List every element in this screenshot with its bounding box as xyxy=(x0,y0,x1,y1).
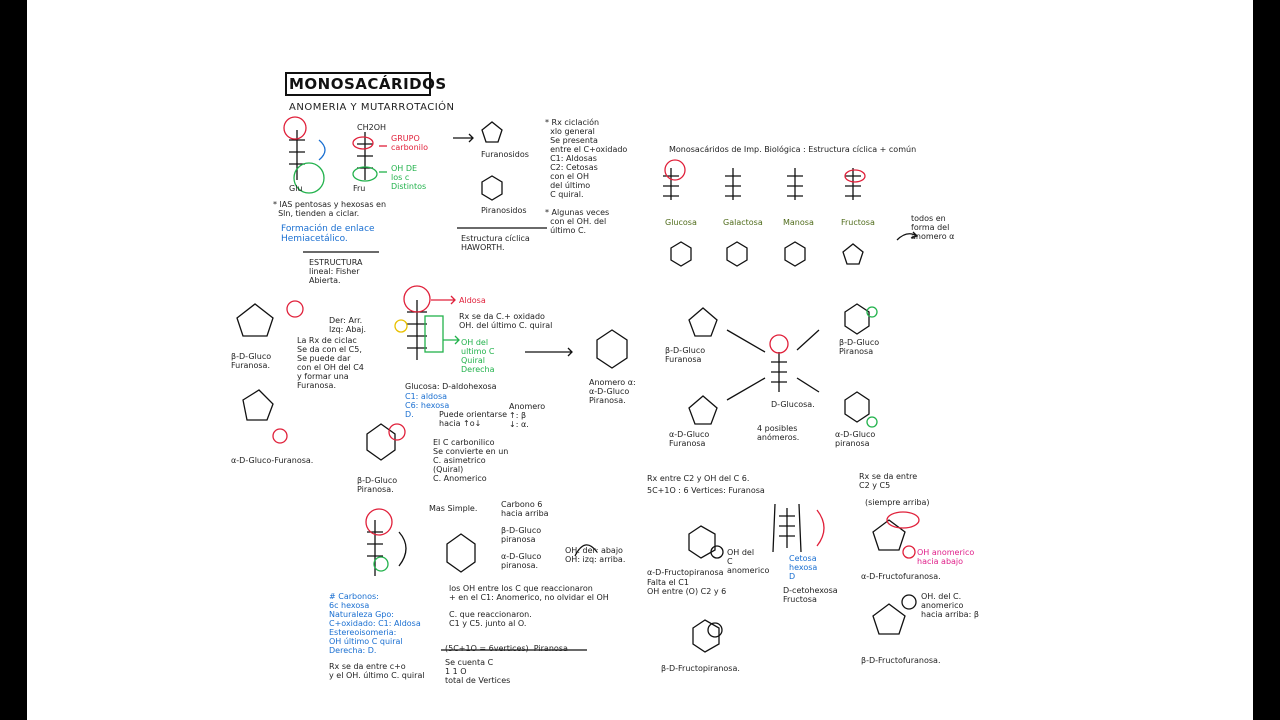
label-glu: Glu xyxy=(289,184,303,193)
label-pentosas-hexosas: * lAS pentosas y hexosas en Sln, tienden… xyxy=(273,200,387,218)
label-mas-simple: Mas Simple. xyxy=(429,504,478,513)
label-la-rx-ciclac: La Rx de ciclac Se da con el C5, Se pued… xyxy=(297,336,364,390)
label-rx-entre-c2: Rx entre C2 y OH del C 6. xyxy=(647,474,750,483)
label-a-gluco-furanosa: α-D-Gluco-Furanosa. xyxy=(231,456,314,465)
label-carbonos-box: # Carbonos: 6c hexosa Naturaleza Gpo: C+… xyxy=(329,592,421,655)
label-glucosa-aldohexosa: Glucosa: D-aldohexosa xyxy=(405,382,497,391)
page-subtitle: ANOMERIA Y MUTARROTACIÓN xyxy=(289,102,455,113)
notes-canvas: MONOSACÁRIDOS ANOMERIA Y MUTARROTACIÓN G… xyxy=(27,0,1253,720)
label-anomero: Anomero ↑: β ↓: α. xyxy=(509,402,546,429)
label-falta-el-c1: Falta el C1 OH entre (O) C2 y 6 xyxy=(647,578,727,596)
label-galactosa: Galactosa xyxy=(723,218,763,227)
label-formacion: Formación de enlace Hemiacetálico. xyxy=(281,224,375,244)
label-d-cetohexosa: D-cetohexosa Fructosa xyxy=(783,586,838,604)
label-b-gluco-piranosa2: β-D-Gluco Piranosa xyxy=(839,338,880,356)
label-rx-se-da-c2-c5: Rx se da entre C2 y C5 xyxy=(859,472,918,490)
label-furanosidos: Furanosidos xyxy=(481,150,529,159)
label-b-d-fructofuranosa: β-D-Fructofuranosa. xyxy=(861,656,941,665)
label-b-d-gluco-piranosa3: β-D-Gluco piranosa xyxy=(501,526,542,544)
label-grupo-carbonilo: GRUPO carbonilo xyxy=(391,134,428,152)
label-5c-1o-furanosa: 5C+1O : 6 Vertices: Furanosa xyxy=(647,486,765,495)
label-b-d-fructopiranosa: β-D-Fructopiranosa. xyxy=(661,664,740,673)
label-d-glucosa: D-Glucosa. xyxy=(771,400,815,409)
label-ch2oh: CH2OH xyxy=(357,123,387,132)
label-se-cuenta-c: Se cuenta C 1 1 O total de Vertices xyxy=(445,658,511,685)
label-estructura-lineal: ESTRUCTURA lineal: Fisher Abierta. xyxy=(309,258,363,285)
label-4-posibles: 4 posibles anómeros. xyxy=(757,424,800,442)
label-carbono-6: Carbono 6 hacia arriba xyxy=(501,500,549,518)
label-a-d-gluco-piranosa3: α-D-Gluco piranosa. xyxy=(501,552,542,570)
label-oh-de-los-c: OH DE los c Distintos xyxy=(391,164,427,191)
label-manosa: Manosa xyxy=(783,218,814,227)
label-piranosidos: Piranosidos xyxy=(481,206,527,215)
page-title: MONOSACÁRIDOS xyxy=(289,75,447,93)
title-box xyxy=(285,72,431,96)
label-oh-del-c-anom-arriba: OH. del C. anomerico hacia arriba: β xyxy=(921,592,979,619)
label-bio-header: Monosacáridos de Imp. Biológica : Estruc… xyxy=(669,145,917,154)
label-a-d-fructofuranosa: α-D-Fructofuranosa. xyxy=(861,572,941,581)
label-b-gluco-piranosa: β-D-Gluco Piranosa. xyxy=(357,476,398,494)
label-a-gluco-furanosa2: α-D-Gluco Furanosa xyxy=(669,430,710,448)
label-anomero-a: Anomero α: α-D-Gluco Piranosa. xyxy=(589,378,636,405)
label-algunas-veces: * Algunas veces con el OH. del último C. xyxy=(545,208,610,235)
chemistry-sketches xyxy=(236,116,920,653)
label-oh-der-izq: OH: der: abajo OH: izq: arriba. xyxy=(565,546,626,564)
label-rx-ciclacion: * Rx ciclación xlo general Se presenta e… xyxy=(545,118,628,199)
label-el-c-carbonilico: El C carbonilico Se convierte en un C. a… xyxy=(433,438,509,483)
label-glucosa: Glucosa xyxy=(665,218,697,227)
label-5c-10: (5C+1O = 6vertices) Piranosa xyxy=(445,644,568,653)
label-estructura-ciclica: Estructura cíclica HAWORTH. xyxy=(461,234,530,252)
label-fru: Fru xyxy=(353,184,366,193)
label-b-gluco-furanosa: β-D-Gluco Furanosa. xyxy=(231,352,272,370)
label-a-gluco-piranosa2: α-D-Gluco piranosa xyxy=(835,430,876,448)
label-c1-c6: C1: aldosa C6: hexosa D. xyxy=(405,392,450,419)
label-der-izq: Der: Arr. Izq: Abaj. xyxy=(329,316,367,334)
label-c-que-reaccionaron: C. que reaccionaron. C1 y C5. junto al O… xyxy=(449,610,532,628)
label-rx-se-da-entre: Rx se da entre c+o y el OH. último C. qu… xyxy=(329,662,425,680)
label-todos-forma: todos en forma del anomero α xyxy=(911,214,955,241)
label-oh-anomerico-abajo: OH anomerico hacia abajo xyxy=(917,548,975,566)
label-fructosa: Fructosa xyxy=(841,218,875,227)
label-cetosa-hexosa: Cetosa hexosa D xyxy=(789,554,818,581)
label-a-d-fructopiranosa: α-D-Fructopiranosa xyxy=(647,568,724,577)
label-los-oh-entre: los OH entre los C que reaccionaron + en… xyxy=(449,584,609,602)
label-oh-del-ultimo: OH del ultimo C Quiral Derecha xyxy=(461,338,495,374)
label-puede-orientarse: Puede orientarse hacia ↑o↓ xyxy=(439,410,508,428)
label-oh-del-c-anomerico: OH del C anomerico xyxy=(727,548,770,575)
label-rx-se-da: Rx se da C.+ oxidado OH. del último C. q… xyxy=(459,312,553,330)
label-b-gluco-furanosa2: β-D-Gluco Furanosa xyxy=(665,346,706,364)
label-siempre-arriba: (siempre arriba) xyxy=(865,498,930,507)
label-aldosa: Aldosa xyxy=(459,296,486,305)
